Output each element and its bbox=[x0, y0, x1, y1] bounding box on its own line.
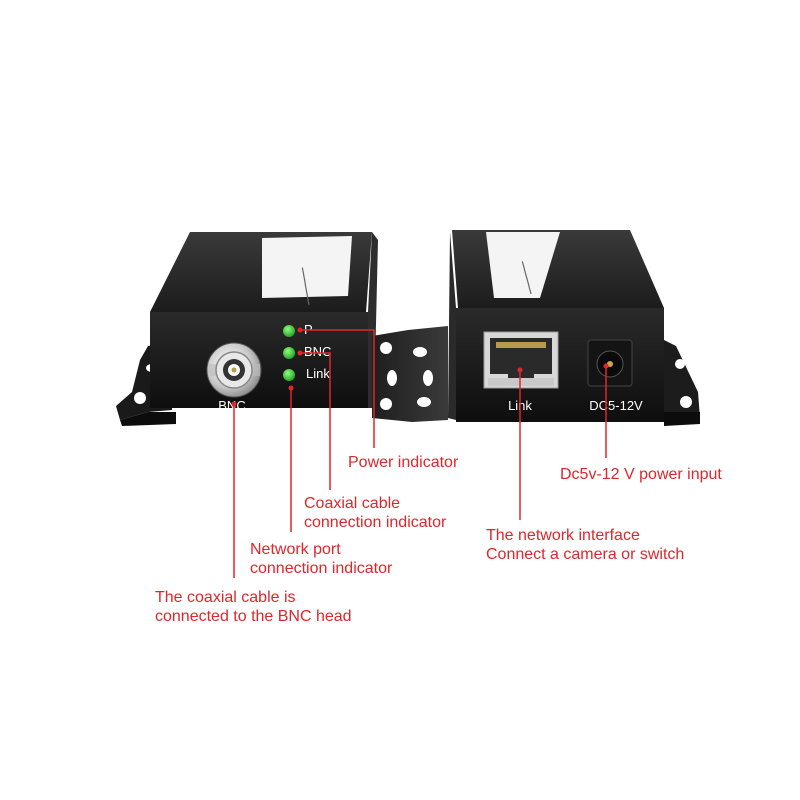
led-label-link: Link bbox=[306, 366, 330, 381]
right-extender-device: ━━━━━━━━ Link DC5-12V bbox=[448, 230, 700, 426]
callout-network-indicator: Network port connection indicator bbox=[250, 541, 393, 577]
bnc-connector bbox=[206, 342, 262, 398]
callout-network-interface: The network interface Connect a camera o… bbox=[486, 527, 685, 563]
product-sticker-left bbox=[262, 236, 352, 298]
link-led bbox=[283, 369, 295, 381]
dc-power-jack bbox=[587, 339, 633, 387]
callout-bnc-head: The coaxial cable is connected to the BN… bbox=[155, 589, 352, 625]
leader-power-indicator bbox=[300, 329, 375, 448]
power-led bbox=[283, 325, 295, 337]
mounting-flange-right bbox=[664, 340, 700, 420]
callout-power-input: Dc5v-12 V power input bbox=[560, 466, 722, 483]
dc-jack-label: DC5-12V bbox=[589, 398, 643, 413]
product-sticker-right bbox=[486, 232, 560, 298]
callout-power-indicator: Power indicator bbox=[348, 454, 459, 471]
led-label-bnc: BNC bbox=[304, 344, 331, 359]
callout-coax-indicator: Coaxial cable connection indicator bbox=[304, 495, 447, 531]
left-extender-device: ━━━━━━━━━ BNC P BNC Link bbox=[116, 232, 448, 426]
bnc-led bbox=[283, 347, 295, 359]
housing-top-right bbox=[452, 230, 664, 308]
callout-lines bbox=[233, 329, 607, 578]
rj45-port bbox=[483, 331, 559, 389]
leader-coax-indicator bbox=[300, 352, 331, 490]
